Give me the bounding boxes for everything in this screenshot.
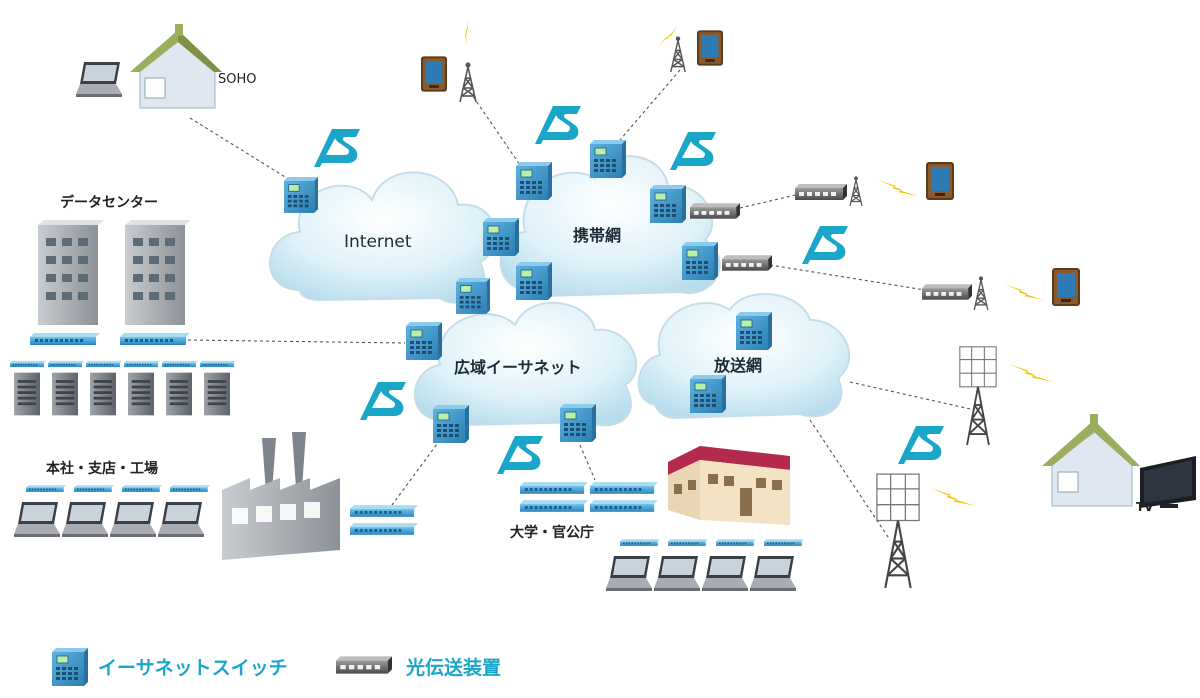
university-building [668,446,790,525]
mobile-phone-icon [697,30,723,66]
ethernet-switch-icon [650,185,686,223]
ethernet-switch-icon [682,242,718,280]
ethernet-switch-icon [516,162,552,200]
cloud-label-mobile: 携帯網 [573,226,622,245]
datacenter-switch-icon [30,333,100,345]
tv-house [1042,414,1140,507]
office-laptops [14,502,204,537]
ethernet-switch-icon [736,312,772,350]
datacenter-buildings [38,220,191,325]
site-label-office: 本社・支店・工場 [46,461,158,477]
as-logo-icon [497,436,543,474]
site-label-datacenter: データセンター [60,195,158,211]
as-logo-icon [314,129,360,167]
ethernet-switch-icon [483,218,519,256]
as-logo-icon [360,382,406,420]
ethernet-switch-icon [456,278,490,314]
as-logo-icon [670,132,716,170]
datacenter-switch-icon [120,333,190,345]
ethernet-switch-icon [516,262,552,300]
office-switches [26,485,210,492]
ethernet-switch-icon [690,375,726,413]
broadcast-tower-icon [875,473,921,588]
lightning-icon [1004,284,1044,300]
radio-tower-icon [849,176,863,206]
ethernet-switch-icon [433,405,469,443]
site-label-university: 大学・官公庁 [510,525,594,541]
ethernet-switch-icon [590,140,626,178]
cloud-ethernet [413,301,638,427]
optical-transport-icon [722,255,772,271]
soho-laptop-icon [76,62,122,97]
radio-tower-icon [670,36,686,72]
connection-lines [187,69,976,541]
as-logo-icon [802,226,848,264]
optical-transport-icon [690,203,740,219]
optical-transport-icon [795,184,847,200]
broadcast-tower-icon [958,345,998,445]
radio-tower-icon [973,276,989,310]
factory-switch-icon [350,505,418,517]
factory-icon [222,432,340,560]
university-laptops [606,556,796,591]
legend-label-ethernet-switch: イーサネットスイッチ [98,657,288,679]
radio-tower-icon [459,62,477,102]
cloud-label-ethernet: 広域イーサネット [454,358,582,377]
mobile-phone-icon [926,162,954,200]
television-icon [1140,456,1196,508]
optical-transport-icon [922,284,972,300]
mobile-phone-icon [1052,268,1080,306]
legend-optical-transport-icon [336,656,392,674]
soho-house [130,24,222,109]
lightning-icon [931,488,975,506]
as-logo-icon [898,426,944,464]
site-label-soho: SOHO [218,72,257,87]
legend-label-optical-transport: 光伝送装置 [406,657,502,679]
cloud-internet [269,171,497,304]
factory-switch-icon [350,523,418,535]
site-label-tv: TV [1136,500,1154,514]
datacenter-server-rack [10,360,236,416]
as-logo-icon [535,106,581,144]
ethernet-switch-icon [406,322,442,360]
cloud-label-internet: Internet [344,232,412,252]
legend-ethernet-switch-icon [52,648,88,686]
lightning-icon [878,180,918,196]
lightning-icon [658,22,678,50]
cloud-label-broadcast: 放送網 [714,356,763,375]
lightning-icon [458,19,476,45]
lightning-icon [1009,364,1053,382]
mobile-phone-icon [421,56,447,92]
ethernet-switch-icon [560,404,596,442]
ethernet-switch-icon [284,177,318,213]
